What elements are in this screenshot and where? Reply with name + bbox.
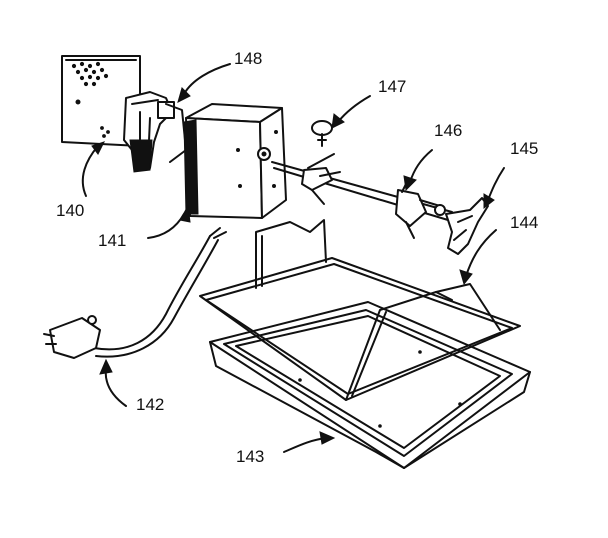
- label-140: 140: [56, 201, 84, 220]
- label-145: 145: [510, 139, 538, 158]
- label-148: 148: [234, 49, 262, 68]
- label-141: 141: [98, 231, 126, 250]
- part-145-handle: [445, 197, 489, 255]
- part-142-power-cord: [43, 227, 227, 359]
- label-144: 144: [510, 213, 538, 232]
- part-144-wire-rack: [199, 219, 521, 401]
- part-148-bracket: [123, 91, 187, 173]
- label-146: 146: [434, 121, 462, 140]
- part-141-motor-housing: [183, 103, 287, 219]
- leader-arrows: [81, 63, 505, 453]
- label-147: 147: [378, 77, 406, 96]
- label-142: 142: [136, 395, 164, 414]
- label-143: 143: [236, 447, 264, 466]
- part-147-thumb-screw: [311, 120, 333, 147]
